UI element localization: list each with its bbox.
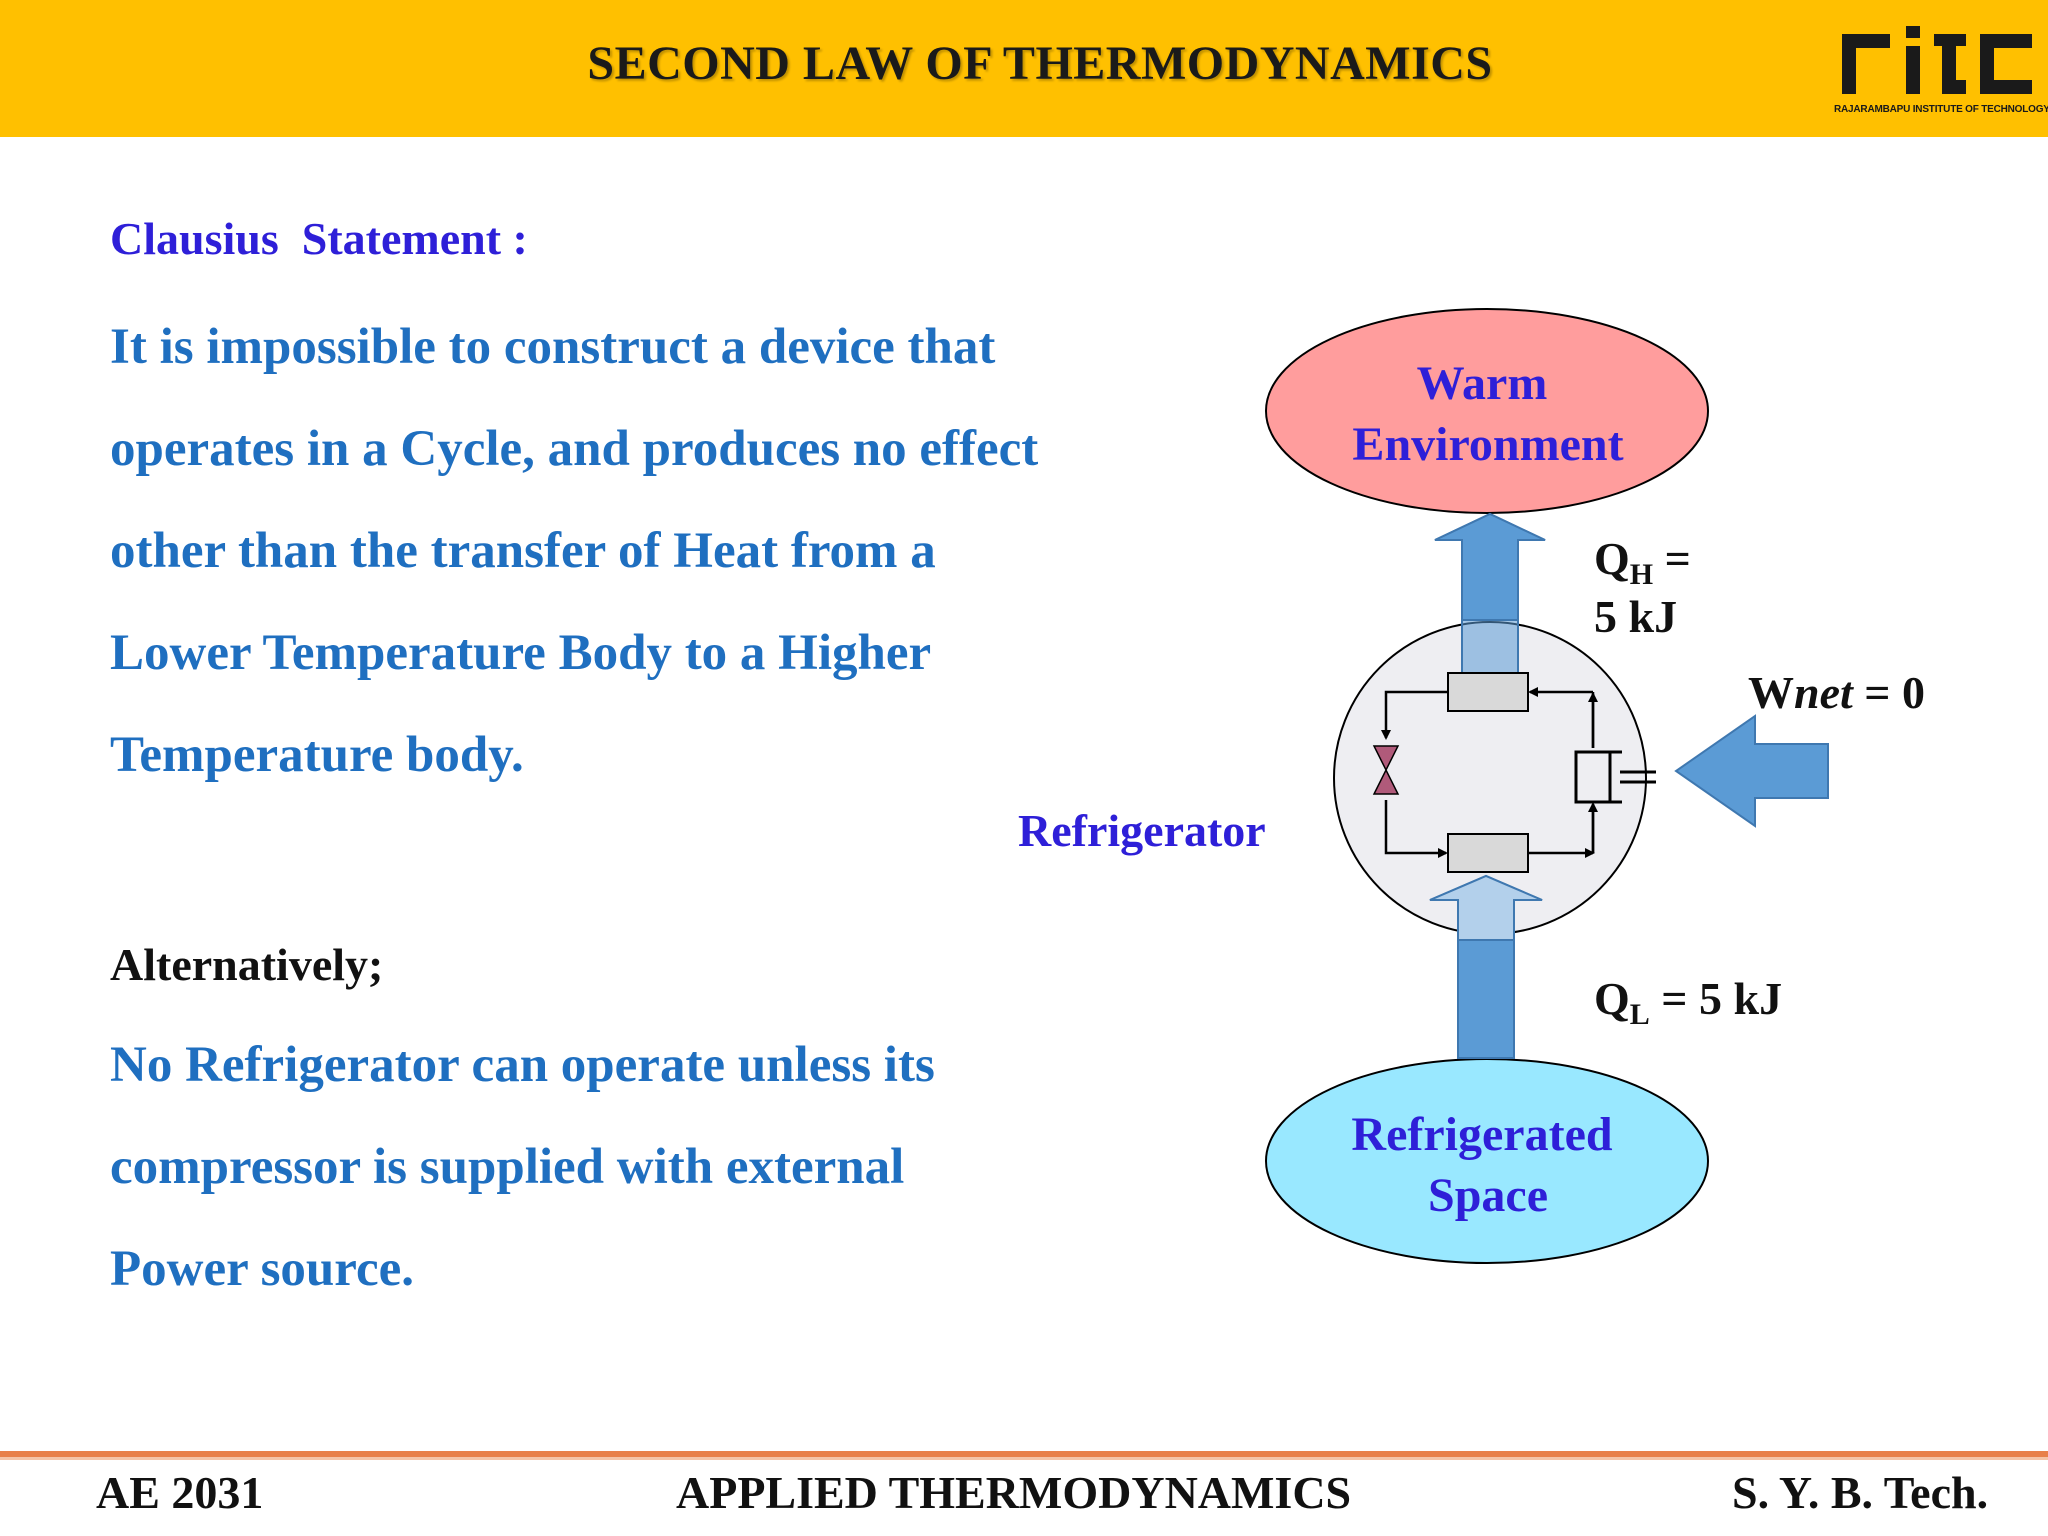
wnet-italic: net (1794, 667, 1854, 718)
ql-label: QL = 5 kJ (1594, 973, 1782, 1031)
alternative-line-1: No Refrigerator can operate unless its (110, 1037, 935, 1093)
qh-subscript: H (1630, 558, 1653, 591)
expansion-valve (1372, 745, 1400, 795)
footer-course-code: AE 2031 (96, 1467, 264, 1518)
qh-value: 5 kJ (1594, 591, 1677, 642)
logo-subtitle: RAJARAMBAPU INSTITUTE OF TECHNOLOGY (1834, 104, 2048, 115)
statement-line-1: It is impossible to construct a device t… (110, 319, 996, 375)
alternative-line-3: Power source. (110, 1241, 415, 1297)
work-arrow (1674, 714, 1829, 828)
statement-line-5: Temperature body. (110, 727, 524, 783)
warm-environment-ellipse (1265, 308, 1709, 514)
header-bar: SECOND LAW OF THERMODYNAMICS (0, 0, 2048, 137)
ql-equals: = 5 kJ (1650, 973, 1782, 1024)
qh-equals: = (1653, 533, 1691, 584)
warm-label-line1: Warm (1417, 357, 1548, 410)
footer-class: S. Y. B. Tech. (1732, 1467, 1989, 1518)
evaporator-box (1447, 833, 1529, 873)
wnet-label: Wnet = 0 (1748, 667, 1925, 718)
refrigerator-label: Refrigerator (1018, 805, 1266, 856)
footer-divider (0, 1451, 2048, 1457)
wnet-prefix: W (1748, 667, 1794, 718)
slide-title: SECOND LAW OF THERMODYNAMICS (587, 37, 1493, 90)
ql-subscript: L (1630, 998, 1650, 1031)
ql-symbol: Q (1594, 973, 1630, 1024)
statement-line-4: Lower Temperature Body to a Higher (110, 625, 932, 681)
statement-line-2: operates in a Cycle, and produces no eff… (110, 421, 1039, 477)
qh-label: QH = (1594, 533, 1691, 591)
clausius-heading: Clausius Statement : (110, 213, 528, 264)
qh-symbol: Q (1594, 533, 1630, 584)
cold-label-line2: Space (1428, 1169, 1548, 1222)
wnet-equals: = 0 (1853, 667, 1925, 718)
condenser-box (1447, 672, 1529, 712)
warm-label-line2: Environment (1352, 418, 1623, 471)
compressor (1574, 750, 1656, 804)
cold-label-line1: Refrigerated (1351, 1108, 1612, 1161)
rit-logo (1842, 26, 2032, 94)
alternative-line-2: compressor is supplied with external (110, 1139, 905, 1195)
footer-divider-shadow (0, 1457, 2048, 1460)
refrigerated-space-ellipse (1265, 1058, 1709, 1264)
alternatively-heading: Alternatively; (110, 939, 384, 990)
footer-course-name: APPLIED THERMODYNAMICS (676, 1467, 1352, 1518)
statement-line-3: other than the transfer of Heat from a (110, 523, 936, 579)
